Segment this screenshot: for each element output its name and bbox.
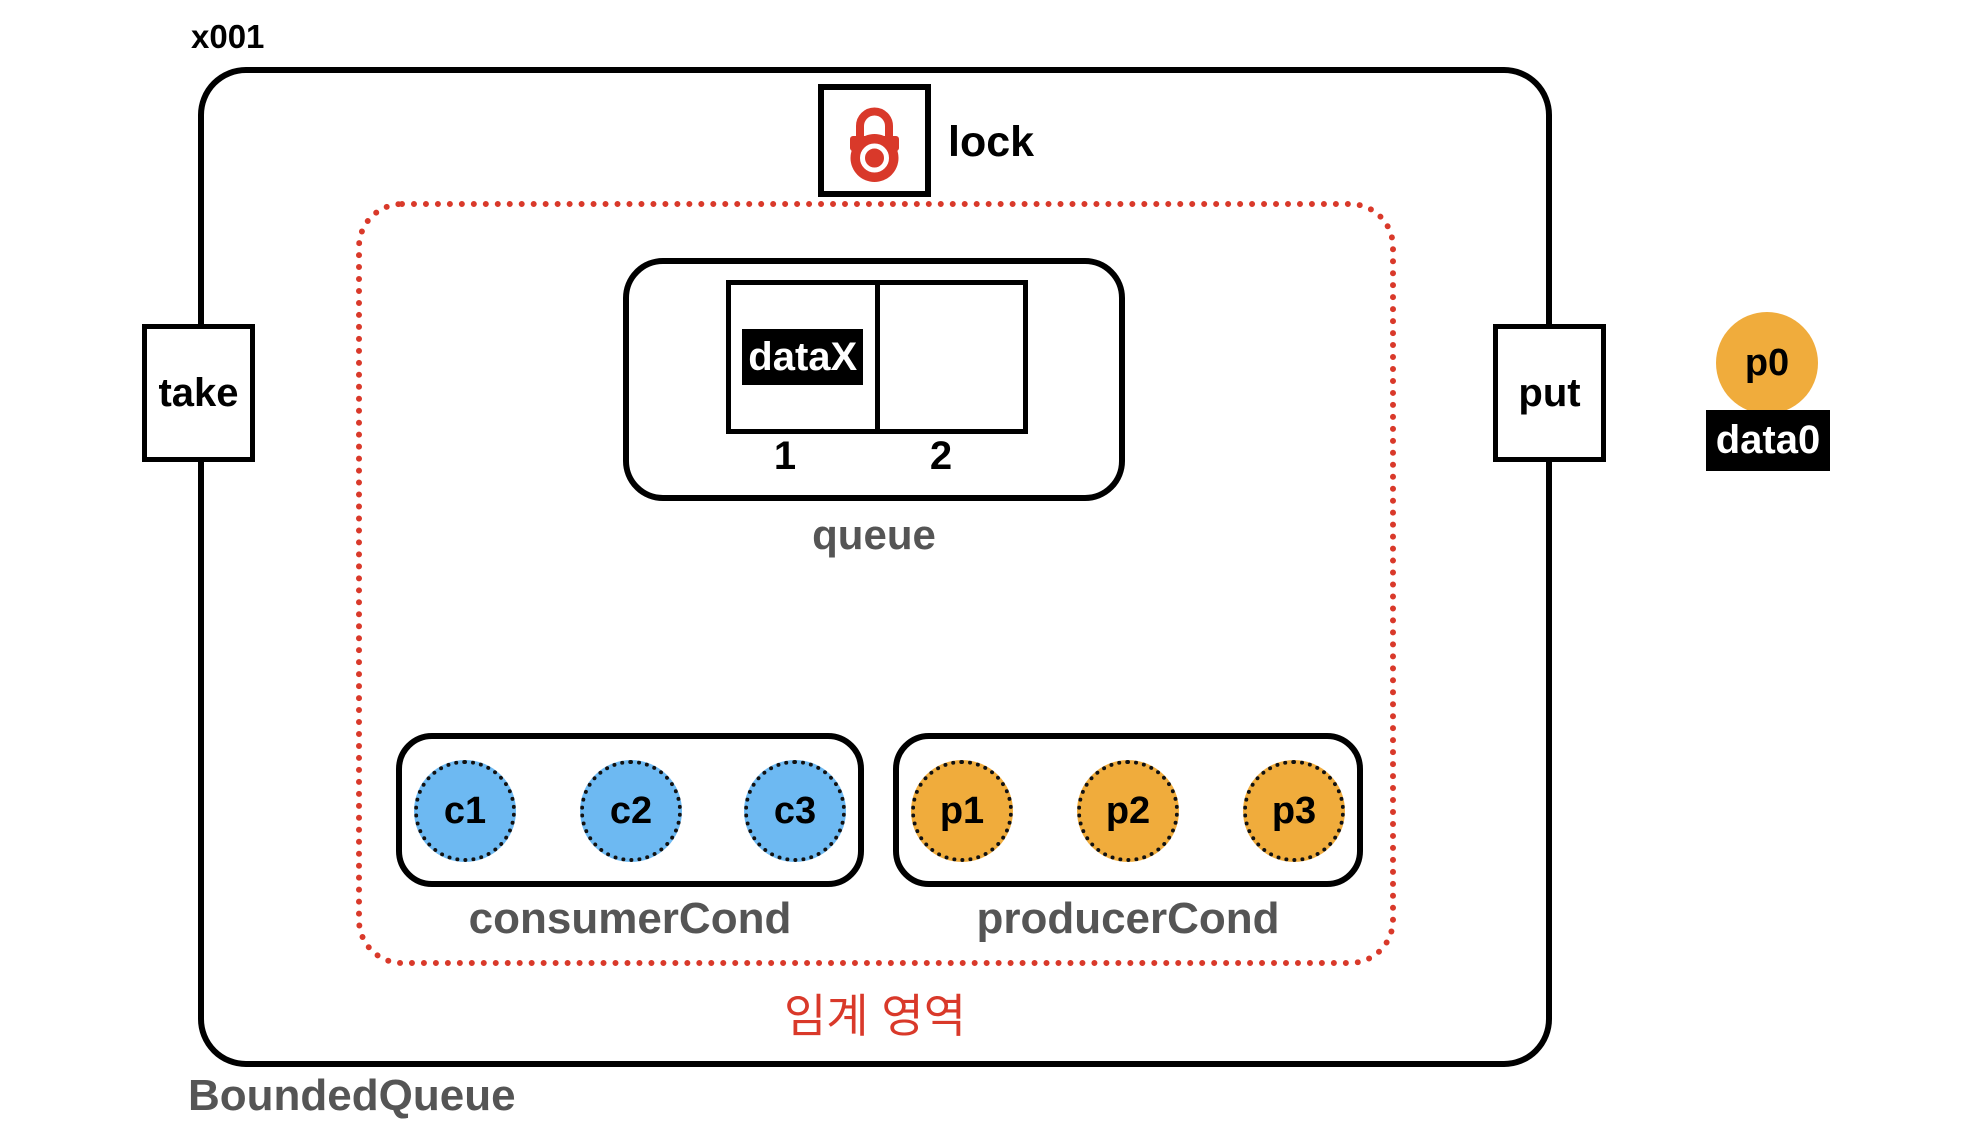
consumer-cond-label: consumerCond <box>468 894 792 943</box>
bounded-queue-box <box>198 67 1552 1067</box>
consumer-thread: c3 <box>744 760 846 862</box>
queue-slot-1: dataX <box>731 285 875 429</box>
data-item: dataX <box>742 329 864 385</box>
queue-box <box>623 258 1125 501</box>
queue-slot-index: 2 <box>929 434 953 478</box>
take-method-box: take <box>142 324 255 462</box>
put-method-box: put <box>1493 324 1606 462</box>
bounded-queue-label: BoundedQueue <box>188 1071 516 1120</box>
queue-label: queue <box>812 511 936 558</box>
padlock-icon <box>850 107 899 182</box>
producer-thread: p3 <box>1243 760 1345 862</box>
producer-thread-p0: p0 <box>1716 312 1818 414</box>
consumer-thread: c2 <box>580 760 682 862</box>
consumer-cond-box <box>396 733 864 887</box>
queue-slots: dataX <box>726 280 1028 434</box>
lock-label: lock <box>948 118 1035 166</box>
producer-thread: p2 <box>1077 760 1179 862</box>
consumer-thread: c1 <box>414 760 516 862</box>
producer-cond-box <box>893 733 1363 887</box>
producer-thread: p1 <box>911 760 1013 862</box>
critical-section-label: 임계 영역 <box>783 990 967 1042</box>
critical-section-area <box>356 201 1396 966</box>
object-id-label: x001 <box>191 18 265 55</box>
producer-cond-label: producerCond <box>976 894 1280 943</box>
lock-box <box>818 84 931 197</box>
queue-slot-2 <box>874 285 1024 429</box>
queue-slot-index: 1 <box>773 434 797 478</box>
p0-data-item: data0 <box>1706 410 1830 471</box>
